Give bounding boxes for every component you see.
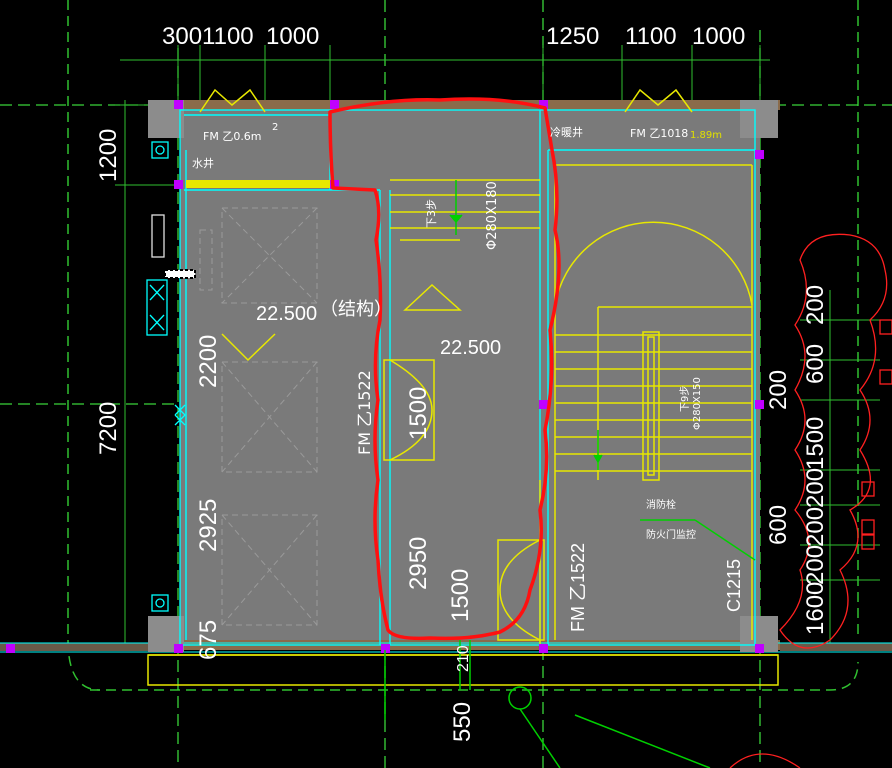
- right-dim-5: 200: [802, 507, 829, 547]
- right-dim-0: 200: [802, 285, 829, 325]
- label-door-top-left: FM 乙0.6m: [203, 130, 262, 143]
- label-shaft-left: 水井: [192, 156, 214, 170]
- stair-arrows: [384, 180, 756, 768]
- top-dim-left-2: 1000: [266, 23, 319, 50]
- label-door-width-low: 1500: [447, 569, 474, 622]
- left-dim-mid: 2200: [195, 335, 222, 388]
- label-door-right-lower: FM 乙1522: [568, 543, 588, 632]
- label-stair-pipe: Φ280X180: [485, 181, 500, 250]
- left-symbols: [146, 141, 186, 612]
- right-dim-1: 600: [802, 344, 829, 384]
- right-dim-6: 600: [765, 505, 792, 545]
- right-dim-7: 200: [802, 545, 829, 585]
- label-note-right-2: 防火门监控: [646, 528, 696, 541]
- red-markup-outline: [328, 97, 561, 641]
- right-dim-4: 200: [802, 468, 829, 508]
- top-dim-right-2: 1100: [625, 23, 677, 50]
- label-shaft-right: 冷暖井: [550, 125, 583, 139]
- label-door-top-left-suffix: 2: [272, 122, 278, 133]
- bottom-dim-overall: 550: [449, 702, 476, 742]
- columns: [148, 100, 778, 652]
- left-dim-bottom: 675: [195, 620, 222, 660]
- right-dim-3: 1500: [802, 417, 829, 470]
- label-stair-right-pipe: Φ280X150: [692, 377, 703, 430]
- label-stair-right-text: 下9步: [679, 386, 691, 412]
- label-elev-left: 22.500: [256, 303, 317, 325]
- grid-nodes: [6, 100, 764, 653]
- label-door-mid: FM 乙1522: [355, 370, 374, 455]
- left-dim-overall: 7200: [95, 402, 122, 455]
- label-stair-small: 下3步: [425, 199, 438, 228]
- label-door-top-right: FM 乙1018: [630, 127, 688, 140]
- left-dim-lower: 2925: [195, 499, 222, 552]
- right-dim-8: 1600: [802, 582, 829, 635]
- label-window-right: C1215: [724, 559, 744, 612]
- label-room-depth-mid: 2950: [405, 537, 432, 590]
- external-red-outline: [729, 233, 892, 768]
- label-structure: （结构）: [320, 299, 392, 319]
- right-dim-2: 200: [765, 370, 792, 410]
- top-dim-right-1: 1250: [546, 23, 599, 50]
- top-dim-right-3: 1000: [692, 23, 745, 50]
- left-dark-block: [164, 269, 196, 279]
- label-note-right-1: 消防栓: [646, 498, 676, 511]
- top-dim-left-group: 3001100: [162, 23, 254, 50]
- left-dimension-lines: [115, 100, 180, 650]
- yellow-walls: [147, 88, 779, 686]
- label-door-top-right-area: 1.89m: [690, 130, 722, 141]
- label-elev-mid: 22.500: [440, 337, 501, 359]
- label-door-width-mid: 1500: [405, 387, 432, 440]
- right-dimension-lines: [800, 290, 880, 650]
- hatch-boxes: [199, 207, 318, 626]
- left-dim-upper: 1200: [95, 129, 122, 182]
- bottom-dim-small: 210: [455, 645, 472, 672]
- top-dimension-lines: [120, 45, 770, 100]
